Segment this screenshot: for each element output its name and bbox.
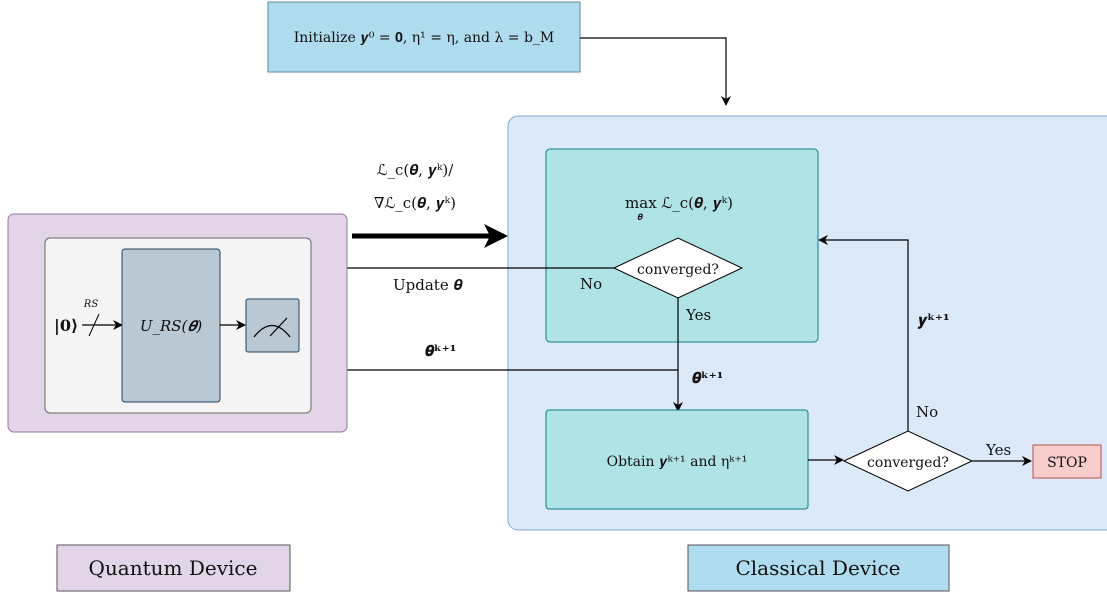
classical-device-label: Classical Device <box>735 556 900 580</box>
loss-label-1: ℒ_c(𝜽, 𝒚ᵏ)/ <box>377 161 455 179</box>
init-box-label: Initialize 𝒚⁰ = 𝟎, η¹ = η, and λ = b_M <box>294 30 555 46</box>
init-box <box>267 1 581 73</box>
ket-zero: |𝟎⟩ <box>54 316 78 335</box>
max-box-label: max ℒ_c(𝜽, 𝒚ᵏ) <box>625 194 733 212</box>
obtain-box-label: Obtain 𝒚ᵏ⁺¹ and ηᵏ⁺¹ <box>607 454 748 470</box>
unitary-label: U_RS(𝜽) <box>140 317 202 335</box>
no-loop-arrow <box>818 235 909 431</box>
max-box-sub: 𝜽 <box>637 213 643 223</box>
inner-decision-label: converged? <box>637 262 719 278</box>
y-k1-label: 𝒚ᵏ⁺¹ <box>917 311 950 329</box>
meter-needle-icon <box>269 317 288 337</box>
inner-decision-diamond <box>612 237 744 299</box>
register-slash <box>88 313 100 337</box>
rs-label: RS <box>83 299 99 310</box>
init-arrow <box>580 37 731 106</box>
outer-no-label: No <box>916 403 938 421</box>
classical-device-label-box <box>687 544 950 592</box>
quantum-device-label: Quantum Device <box>89 556 258 580</box>
quantum-device-label-box <box>56 544 291 592</box>
loss-label-2: ∇ℒ_c(𝜽, 𝒚ᵏ) <box>374 194 456 212</box>
update-theta-label: Update 𝜽 <box>393 276 462 294</box>
stop-box <box>1032 444 1102 479</box>
inner-no-label: No <box>580 275 602 293</box>
inner-yes-label: Yes <box>685 306 711 324</box>
theta-k1-left-label: 𝜽ᵏ⁺¹ <box>425 342 456 360</box>
outer-decision-label: converged? <box>867 455 949 471</box>
meter-icon <box>253 324 291 338</box>
theta-k1-down-label: 𝜽ᵏ⁺¹ <box>692 369 723 387</box>
outer-yes-label: Yes <box>985 441 1011 459</box>
stop-label: STOP <box>1047 455 1087 471</box>
